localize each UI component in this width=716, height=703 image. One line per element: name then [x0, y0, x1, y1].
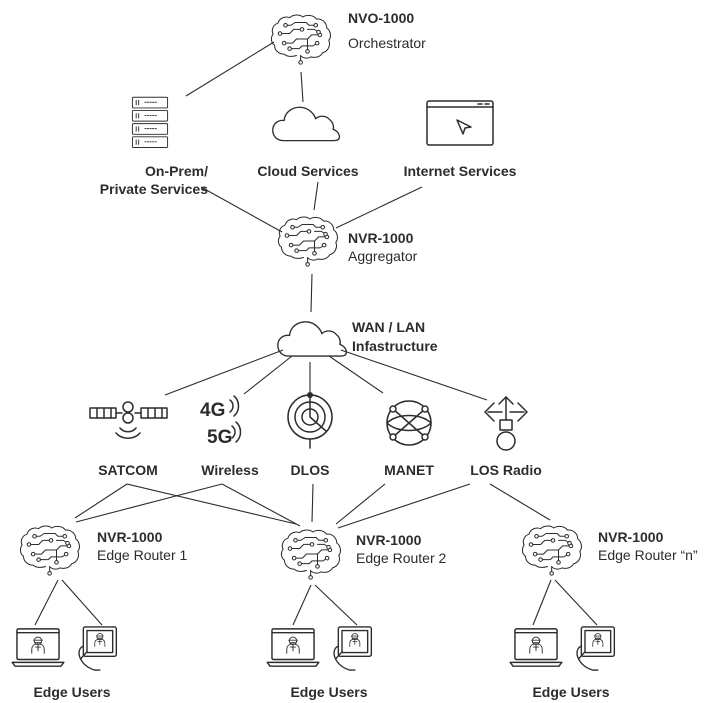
edge-router-n-role: Edge Router “n”: [598, 547, 698, 563]
laptop-user-icon: [12, 629, 64, 666]
wireless-signal-icon: [229, 395, 242, 443]
edge-router-1-name: NVR-1000: [97, 529, 163, 545]
cloud-services-icon: [272, 106, 341, 142]
on-prem-label-line1: On-Prem/: [144, 163, 208, 179]
wan-label-line2: Infastructure: [352, 338, 438, 354]
aggregator-role: Aggregator: [348, 248, 418, 264]
browser-window-icon: [426, 100, 494, 146]
aggregator-name: NVR-1000: [348, 230, 414, 246]
orchestrator-role: Orchestrator: [348, 35, 426, 51]
los-radio-label: LOS Radio: [470, 462, 542, 478]
wireless-label: Wireless: [201, 462, 259, 478]
satellite-icon: [89, 401, 168, 439]
orchestrator-brain-icon: [270, 14, 332, 65]
internet-services-label: Internet Services: [403, 163, 517, 179]
laptop-user-icon: [267, 629, 319, 666]
satcom-label: SATCOM: [98, 462, 158, 478]
edge-router-2-brain-icon: [280, 529, 342, 580]
edge-router-1-role: Edge Router 1: [97, 547, 188, 563]
edge-users-label-3: Edge Users: [532, 684, 610, 700]
badge-4g: 4G: [200, 400, 226, 421]
manet-label: MANET: [384, 462, 434, 478]
dlos-label: DLOS: [290, 462, 330, 478]
mesh-network-icon: [386, 400, 432, 446]
edge-router-1-brain-icon: [19, 525, 81, 576]
tablet-user-icon: [334, 627, 371, 670]
on-prem-label-line2: Private Services: [99, 181, 208, 197]
server-rack-icon: [131, 96, 169, 149]
tablet-user-icon: [577, 627, 614, 670]
wan-label-line1: WAN / LAN: [352, 319, 426, 335]
tablet-user-icon: [79, 627, 116, 670]
edge-users-label-1: Edge Users: [33, 684, 111, 700]
aggregator-brain-icon: [277, 216, 339, 267]
edge-users-label-2: Edge Users: [290, 684, 368, 700]
radio-antenna-icon: [484, 396, 528, 451]
edge-router-n-brain-icon: [521, 525, 583, 576]
edge-router-2-role: Edge Router 2: [356, 550, 447, 566]
cloud-services-label: Cloud Services: [257, 163, 359, 179]
edge-router-2-name: NVR-1000: [356, 532, 422, 548]
orchestrator-name: NVO-1000: [348, 10, 415, 26]
badge-5g: 5G: [207, 427, 233, 448]
edge-router-n-name: NVR-1000: [598, 529, 664, 545]
wan-cloud-icon: [277, 321, 348, 357]
laptop-user-icon: [510, 629, 562, 666]
radar-icon: [287, 392, 333, 449]
connection-lines: [34, 41, 598, 626]
